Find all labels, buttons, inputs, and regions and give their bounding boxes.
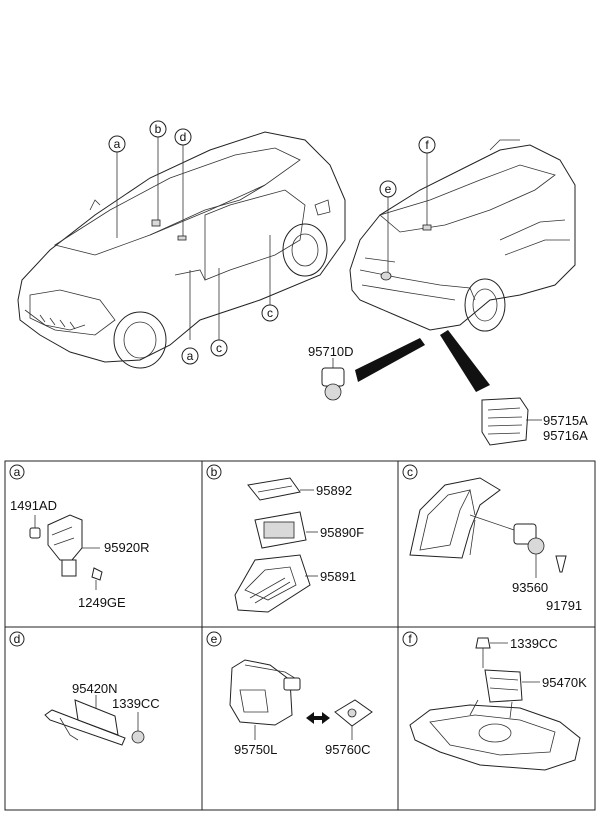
part-label-95716A: 95716A <box>543 428 588 443</box>
panel-e-illustration <box>229 659 373 740</box>
part-label-91791: 91791 <box>546 598 582 613</box>
svg-text:c: c <box>267 306 273 320</box>
arrow-to-sensor <box>355 338 425 382</box>
part-label-1339CC-d: 1339CC <box>112 696 160 711</box>
panel-c-header: c <box>402 464 418 480</box>
part-label-1339CC-f: 1339CC <box>510 636 558 651</box>
front-callout-leaders <box>116 137 271 340</box>
panel-b-illustration <box>234 477 318 613</box>
part-label-95420N: 95420N <box>72 681 118 696</box>
panel-f-header: f <box>402 631 418 647</box>
svg-text:b: b <box>155 122 162 136</box>
part-label-95470K: 95470K <box>542 675 587 690</box>
part-label-93560: 93560 <box>512 580 548 595</box>
part-label-95920R: 95920R <box>104 540 150 555</box>
arrow-to-module <box>440 330 490 392</box>
part-label-95710D: 95710D <box>308 344 354 359</box>
svg-text:a: a <box>187 349 194 363</box>
callout-d-front: d <box>174 128 192 146</box>
panel-c-illustration <box>409 477 567 578</box>
part-label-95715A: 95715A <box>543 413 588 428</box>
detail-grid <box>4 460 596 811</box>
callout-f-rear: f <box>418 136 436 231</box>
part-label-95760C: 95760C <box>325 742 371 757</box>
svg-text:e: e <box>211 632 218 646</box>
svg-text:d: d <box>14 632 21 646</box>
panel-a-header: a <box>9 464 25 480</box>
svg-text:e: e <box>385 182 392 196</box>
svg-text:d: d <box>180 130 187 144</box>
callout-c-front: c <box>210 339 228 357</box>
callout-c-side: c <box>261 304 279 322</box>
svg-text:a: a <box>114 137 121 151</box>
panel-e-header: e <box>206 631 222 647</box>
svg-text:c: c <box>407 465 413 479</box>
svg-text:f: f <box>425 138 429 152</box>
part-label-1249GE: 1249GE <box>78 595 126 610</box>
panel-f-illustration <box>409 637 581 771</box>
svg-text:c: c <box>216 341 222 355</box>
part-label-95890F: 95890F <box>320 525 364 540</box>
callout-a-front: a <box>108 135 126 153</box>
panel-d-header: d <box>9 631 25 647</box>
callout-a2-front: a <box>181 347 199 365</box>
part-label-95891: 95891 <box>320 569 356 584</box>
interchange-arrow <box>306 712 330 724</box>
callout-e-rear: e <box>379 180 397 272</box>
rear-sensor-part <box>321 358 345 401</box>
svg-text:a: a <box>14 465 21 479</box>
panel-a-illustration <box>29 514 103 590</box>
part-label-1491AD: 1491AD <box>10 498 57 513</box>
part-label-95892: 95892 <box>316 483 352 498</box>
part-label-95750L: 95750L <box>234 742 277 757</box>
callout-b-front: b <box>149 120 167 138</box>
svg-text:b: b <box>211 465 218 479</box>
front-car-illustration <box>17 131 346 369</box>
panel-d-illustration <box>44 695 145 746</box>
panel-b-header: b <box>206 464 222 480</box>
rear-car-illustration <box>349 139 576 332</box>
control-module-part <box>481 397 542 446</box>
svg-text:f: f <box>408 632 412 646</box>
